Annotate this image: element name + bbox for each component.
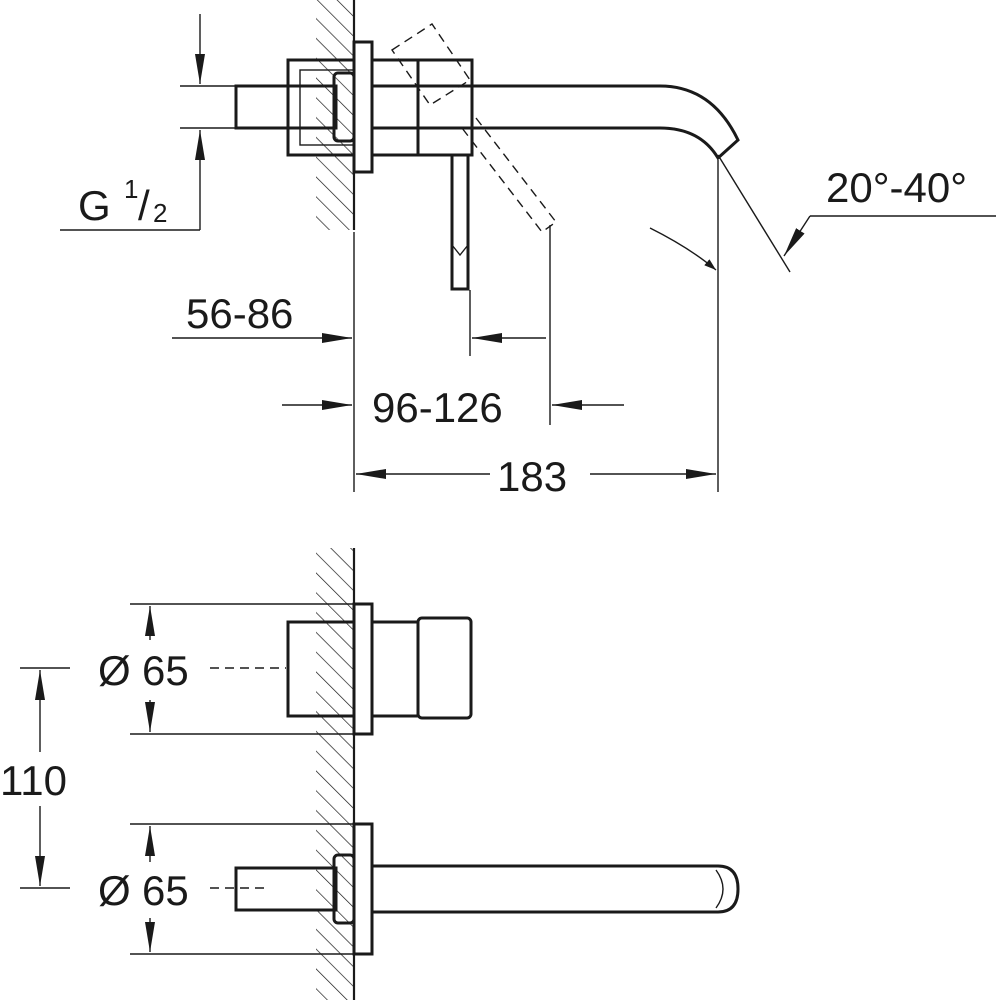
upper-diameter-dimension: Ø 65 (98, 603, 354, 735)
spout-top (372, 84, 740, 161)
centre-distance-dimension: 110 (0, 670, 67, 886)
handle-knob (416, 616, 473, 720)
wall-depth-dimension: 56-86 (172, 290, 546, 356)
spout-inlet (234, 866, 338, 912)
handle-fitting (286, 602, 473, 736)
angle-ref-line (717, 154, 791, 273)
thread-denominator: 2 (153, 198, 167, 228)
lever-tip-detail (451, 244, 469, 257)
thread-prefix: G (78, 182, 111, 229)
valve-body (370, 58, 420, 157)
upper-diameter-symbol: Ø (98, 647, 131, 694)
wall-hatching-bottom (316, 548, 354, 1000)
wall-depth-label: 56-86 (186, 290, 293, 337)
spout-front (372, 864, 740, 914)
lower-diameter-symbol: Ø (98, 867, 131, 914)
lever-offset-label: 96-126 (372, 384, 503, 431)
spout-fitting (234, 822, 740, 956)
wall-bottom (316, 548, 356, 1000)
lower-diameter-value: 65 (142, 867, 189, 914)
angle-arc-arrow (649, 227, 717, 271)
lower-diameter-dimension: Ø 65 (98, 823, 354, 955)
handle-neck (370, 620, 420, 718)
upper-diameter-value: 65 (142, 647, 189, 694)
thread-numerator: 1 (124, 174, 138, 204)
centre-distance-label: 110 (0, 757, 67, 804)
thread-slash: / (138, 182, 150, 229)
lever-housing (416, 58, 474, 157)
lever-offset-dimension: 96-126 (282, 225, 624, 492)
front-elevation-view: Ø 65 Ø 65 110 (0, 548, 740, 1000)
inlet-pipe (234, 84, 338, 130)
angle-range-label: 20°-40° (826, 164, 967, 211)
spout-cover-plate (352, 822, 374, 956)
thread-dimension: G 1 / 2 (60, 14, 236, 231)
handle-cover-plate (352, 602, 374, 736)
angle-leader-arrow (783, 215, 811, 257)
plate-ring-top (332, 71, 356, 143)
spout-projection-label: 183 (497, 453, 567, 500)
cover-plate-top (352, 40, 374, 174)
spout-tip-detail (715, 869, 724, 909)
angle-indicator: 20°-40° (649, 154, 996, 273)
spout-projection-dimension: 183 (356, 160, 719, 500)
lever-handle (450, 153, 470, 291)
side-elevation-view: 20°-40° G 1 / 2 56-86 96-126 (60, 0, 996, 500)
spout-plate-ring (332, 853, 356, 925)
